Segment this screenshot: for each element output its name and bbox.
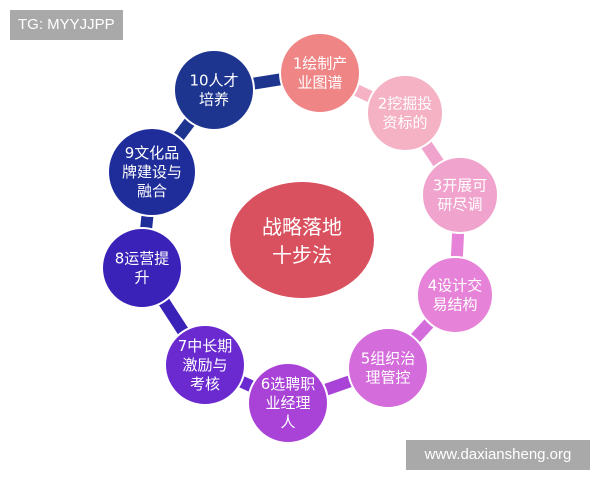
step-label-line: 易结构 — [432, 296, 477, 314]
step-label-line: 牌建设与 — [122, 163, 182, 181]
step-label-line: 1绘制产 — [293, 55, 348, 73]
step-circle — [101, 227, 183, 309]
step-label-line: 资标的 — [382, 114, 427, 132]
center-circle — [230, 182, 374, 298]
watermark-bottom-right: www.daxiansheng.org — [406, 440, 590, 470]
step-circle — [247, 362, 329, 444]
step-label-line: 融合 — [137, 182, 167, 200]
step-circle — [173, 49, 255, 131]
center-node: 战略落地 十步法 — [230, 182, 374, 298]
step-label-line: 7中长期 — [178, 337, 233, 355]
center-title-line-1: 战略落地 — [262, 215, 342, 239]
step-label-line: 升 — [134, 269, 149, 287]
step-label-line: 2挖掘投 — [378, 95, 433, 113]
step-circle — [107, 127, 197, 217]
step-label-line: 3开展可 — [433, 177, 488, 195]
step-circle — [164, 324, 246, 406]
step-label-line: 理管控 — [365, 369, 410, 387]
step-circle — [279, 32, 361, 114]
step-label-line: 8运营提 — [115, 250, 170, 268]
step-label-line: 5组织治 — [361, 350, 416, 368]
step-label-line: 6选聘职 — [261, 375, 316, 393]
center-title-line-2: 十步法 — [272, 243, 332, 267]
step-label-line: 研尽调 — [437, 196, 482, 214]
step-circle — [347, 327, 429, 409]
step-label-line: 业经理 — [265, 394, 310, 412]
step-label-line: 4设计交 — [428, 277, 483, 295]
step-label-line: 激励与 — [182, 356, 227, 374]
step-label-line: 培养 — [199, 91, 229, 109]
step-label-line: 考核 — [190, 375, 220, 393]
step-circle — [366, 74, 444, 152]
step-circle — [416, 256, 494, 334]
step-circle — [421, 156, 499, 234]
watermark-top-left: TG: MYYJJPP — [10, 10, 123, 40]
step-label-line: 9文化品 — [125, 144, 180, 162]
step-label-line: 业图谱 — [297, 74, 342, 92]
step-label-line: 10人才 — [189, 72, 238, 90]
step-label-line: 人 — [280, 413, 295, 431]
